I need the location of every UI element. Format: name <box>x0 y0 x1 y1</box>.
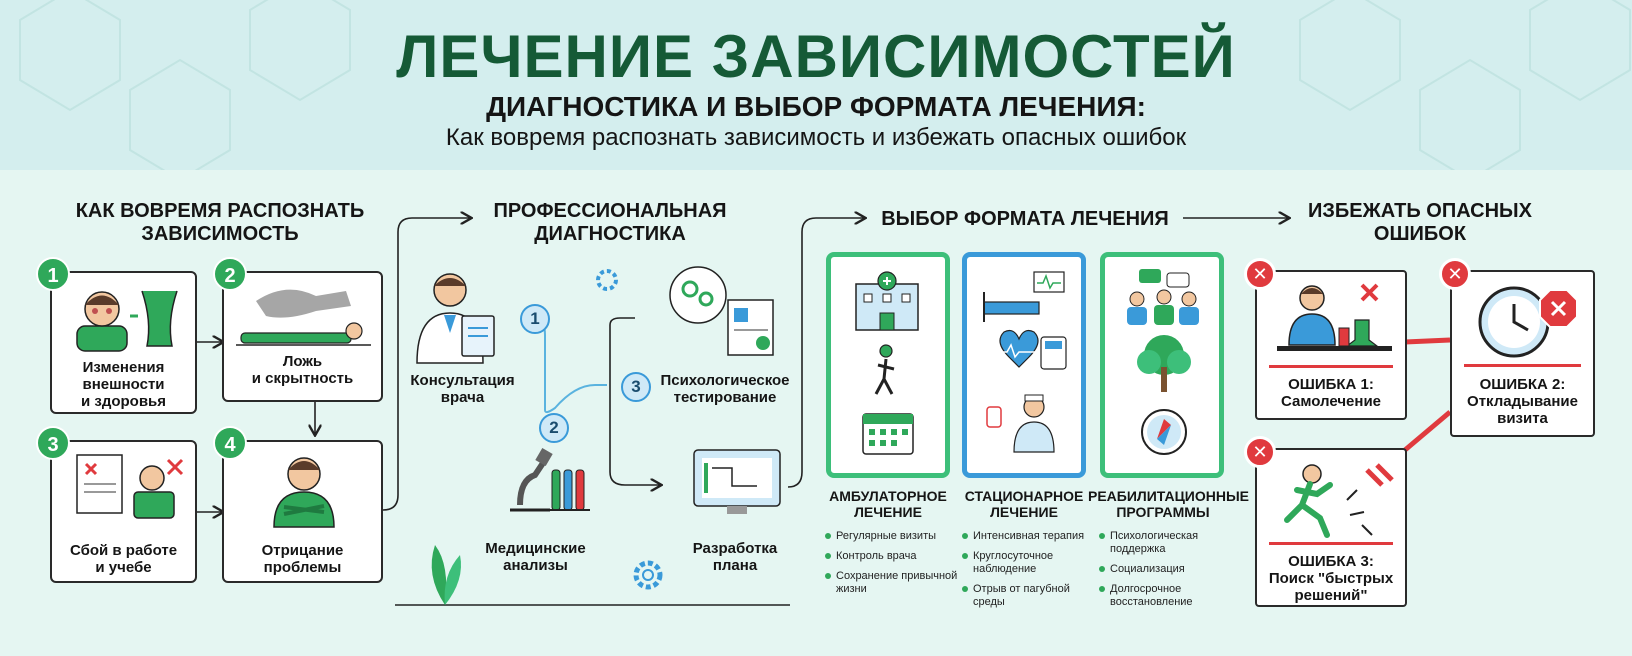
format-bullet: Психологическая поддержка <box>1099 530 1224 556</box>
laptop-failure-icon <box>76 454 184 519</box>
format-bullet: Контроль врача <box>825 550 960 563</box>
mistake-divider <box>1269 542 1393 545</box>
diagnostics-section-title: ПРОФЕССИОНАЛЬНАЯ ДИАГНОСТИКА <box>470 200 750 246</box>
outpatient-icons <box>855 271 919 455</box>
mistakes-section-title: ИЗБЕЖАТЬ ОПАСНЫХ ОШИБОК <box>1290 200 1550 246</box>
monitor-plan-icon <box>693 449 781 514</box>
recognize-title-line1: КАК ВОВРЕМЯ РАСПОЗНАТЬ <box>75 200 365 222</box>
step-badge: 3 <box>36 426 70 460</box>
error-x-icon: ✕ <box>1244 258 1276 290</box>
mistake-divider <box>1269 365 1393 368</box>
format-bullets: Регулярные визиты Контроль врача Сохране… <box>825 530 960 603</box>
diagnostic-badge: 2 <box>539 413 569 443</box>
diagnostic-badge: 1 <box>520 304 550 334</box>
clock-icon <box>1478 286 1578 358</box>
format-bullets: Интенсивная терапия Круглосуточное наблю… <box>962 530 1087 616</box>
lying-person-icon <box>236 289 371 346</box>
rehab-icons <box>1127 269 1199 455</box>
format-bullet: Отрыв от пагубной среды <box>962 583 1087 609</box>
error-x-icon: ✕ <box>1244 436 1276 468</box>
diagnostic-badge: 3 <box>621 372 651 402</box>
diagnostics-title-line1: ПРОФЕССИОНАЛЬНАЯ <box>493 200 727 222</box>
inpatient-icons <box>983 271 1067 453</box>
page-title: ЛЕЧЕНИЕ ЗАВИСИМОСТЕЙ <box>396 23 1236 90</box>
step-badge: 1 <box>36 257 70 291</box>
plant-decoration-icon <box>431 545 461 605</box>
person-health-icon <box>76 290 178 352</box>
format-bullet: Социализация <box>1099 563 1224 576</box>
gear-icon <box>596 269 618 291</box>
crossed-arms-person-icon <box>273 457 335 528</box>
recognize-section-title: КАК ВОВРЕМЯ РАСПОЗНАТЬ ЗАВИСИМОСТЬ <box>50 200 390 246</box>
brain-gears-icon <box>669 266 774 356</box>
gear-icon <box>633 560 663 590</box>
format-bullets: Психологическая поддержка Социализация Д… <box>1099 530 1224 616</box>
page-description: Как вовремя распознать зависимость и изб… <box>445 124 1187 151</box>
microscope-icon <box>510 447 590 512</box>
running-icon <box>1284 463 1394 538</box>
format-bullet: Интенсивная терапия <box>962 530 1087 543</box>
diagnostics-title-line2: ДИАГНОСТИКА <box>534 223 686 245</box>
page-subtitle: ДИАГНОСТИКА И ВЫБОР ФОРМАТА ЛЕЧЕНИЯ: <box>486 91 1146 122</box>
header-banner: ЛЕЧЕНИЕ ЗАВИСИМОСТЕЙ ДИАГНОСТИКА И ВЫБОР… <box>0 0 1632 170</box>
mistakes-title-line1: ИЗБЕЖАТЬ ОПАСНЫХ <box>1308 200 1532 222</box>
step-badge: 4 <box>213 426 247 460</box>
format-card-outpatient <box>826 252 950 478</box>
self-medication-icon <box>1277 283 1392 351</box>
format-bullet: Долгосрочное восстановление <box>1099 583 1224 609</box>
doctor-icon <box>416 273 495 364</box>
format-bullet: Сохранение привычной жизни <box>825 570 960 596</box>
recognize-title-line2: ЗАВИСИМОСТЬ <box>141 223 299 245</box>
format-card-inpatient <box>962 252 1086 478</box>
mistake-divider <box>1464 364 1581 367</box>
format-bullet: Регулярные визиты <box>825 530 960 543</box>
error-x-icon: ✕ <box>1439 258 1471 290</box>
hexagon-pattern <box>19 0 1631 170</box>
format-bullet: Круглосуточное наблюдение <box>962 550 1087 576</box>
format-card-rehab <box>1100 252 1224 478</box>
step-badge: 2 <box>213 257 247 291</box>
mistakes-title-line2: ОШИБОК <box>1373 223 1467 245</box>
mistake-card-self-treatment: ОШИБКА 1:Самолечение <box>1255 270 1407 420</box>
formats-section-title: ВЫБОР ФОРМАТА ЛЕЧЕНИЯ <box>881 208 1169 230</box>
mistake-label: ОШИБКА 1:Самолечение <box>1280 376 1382 410</box>
